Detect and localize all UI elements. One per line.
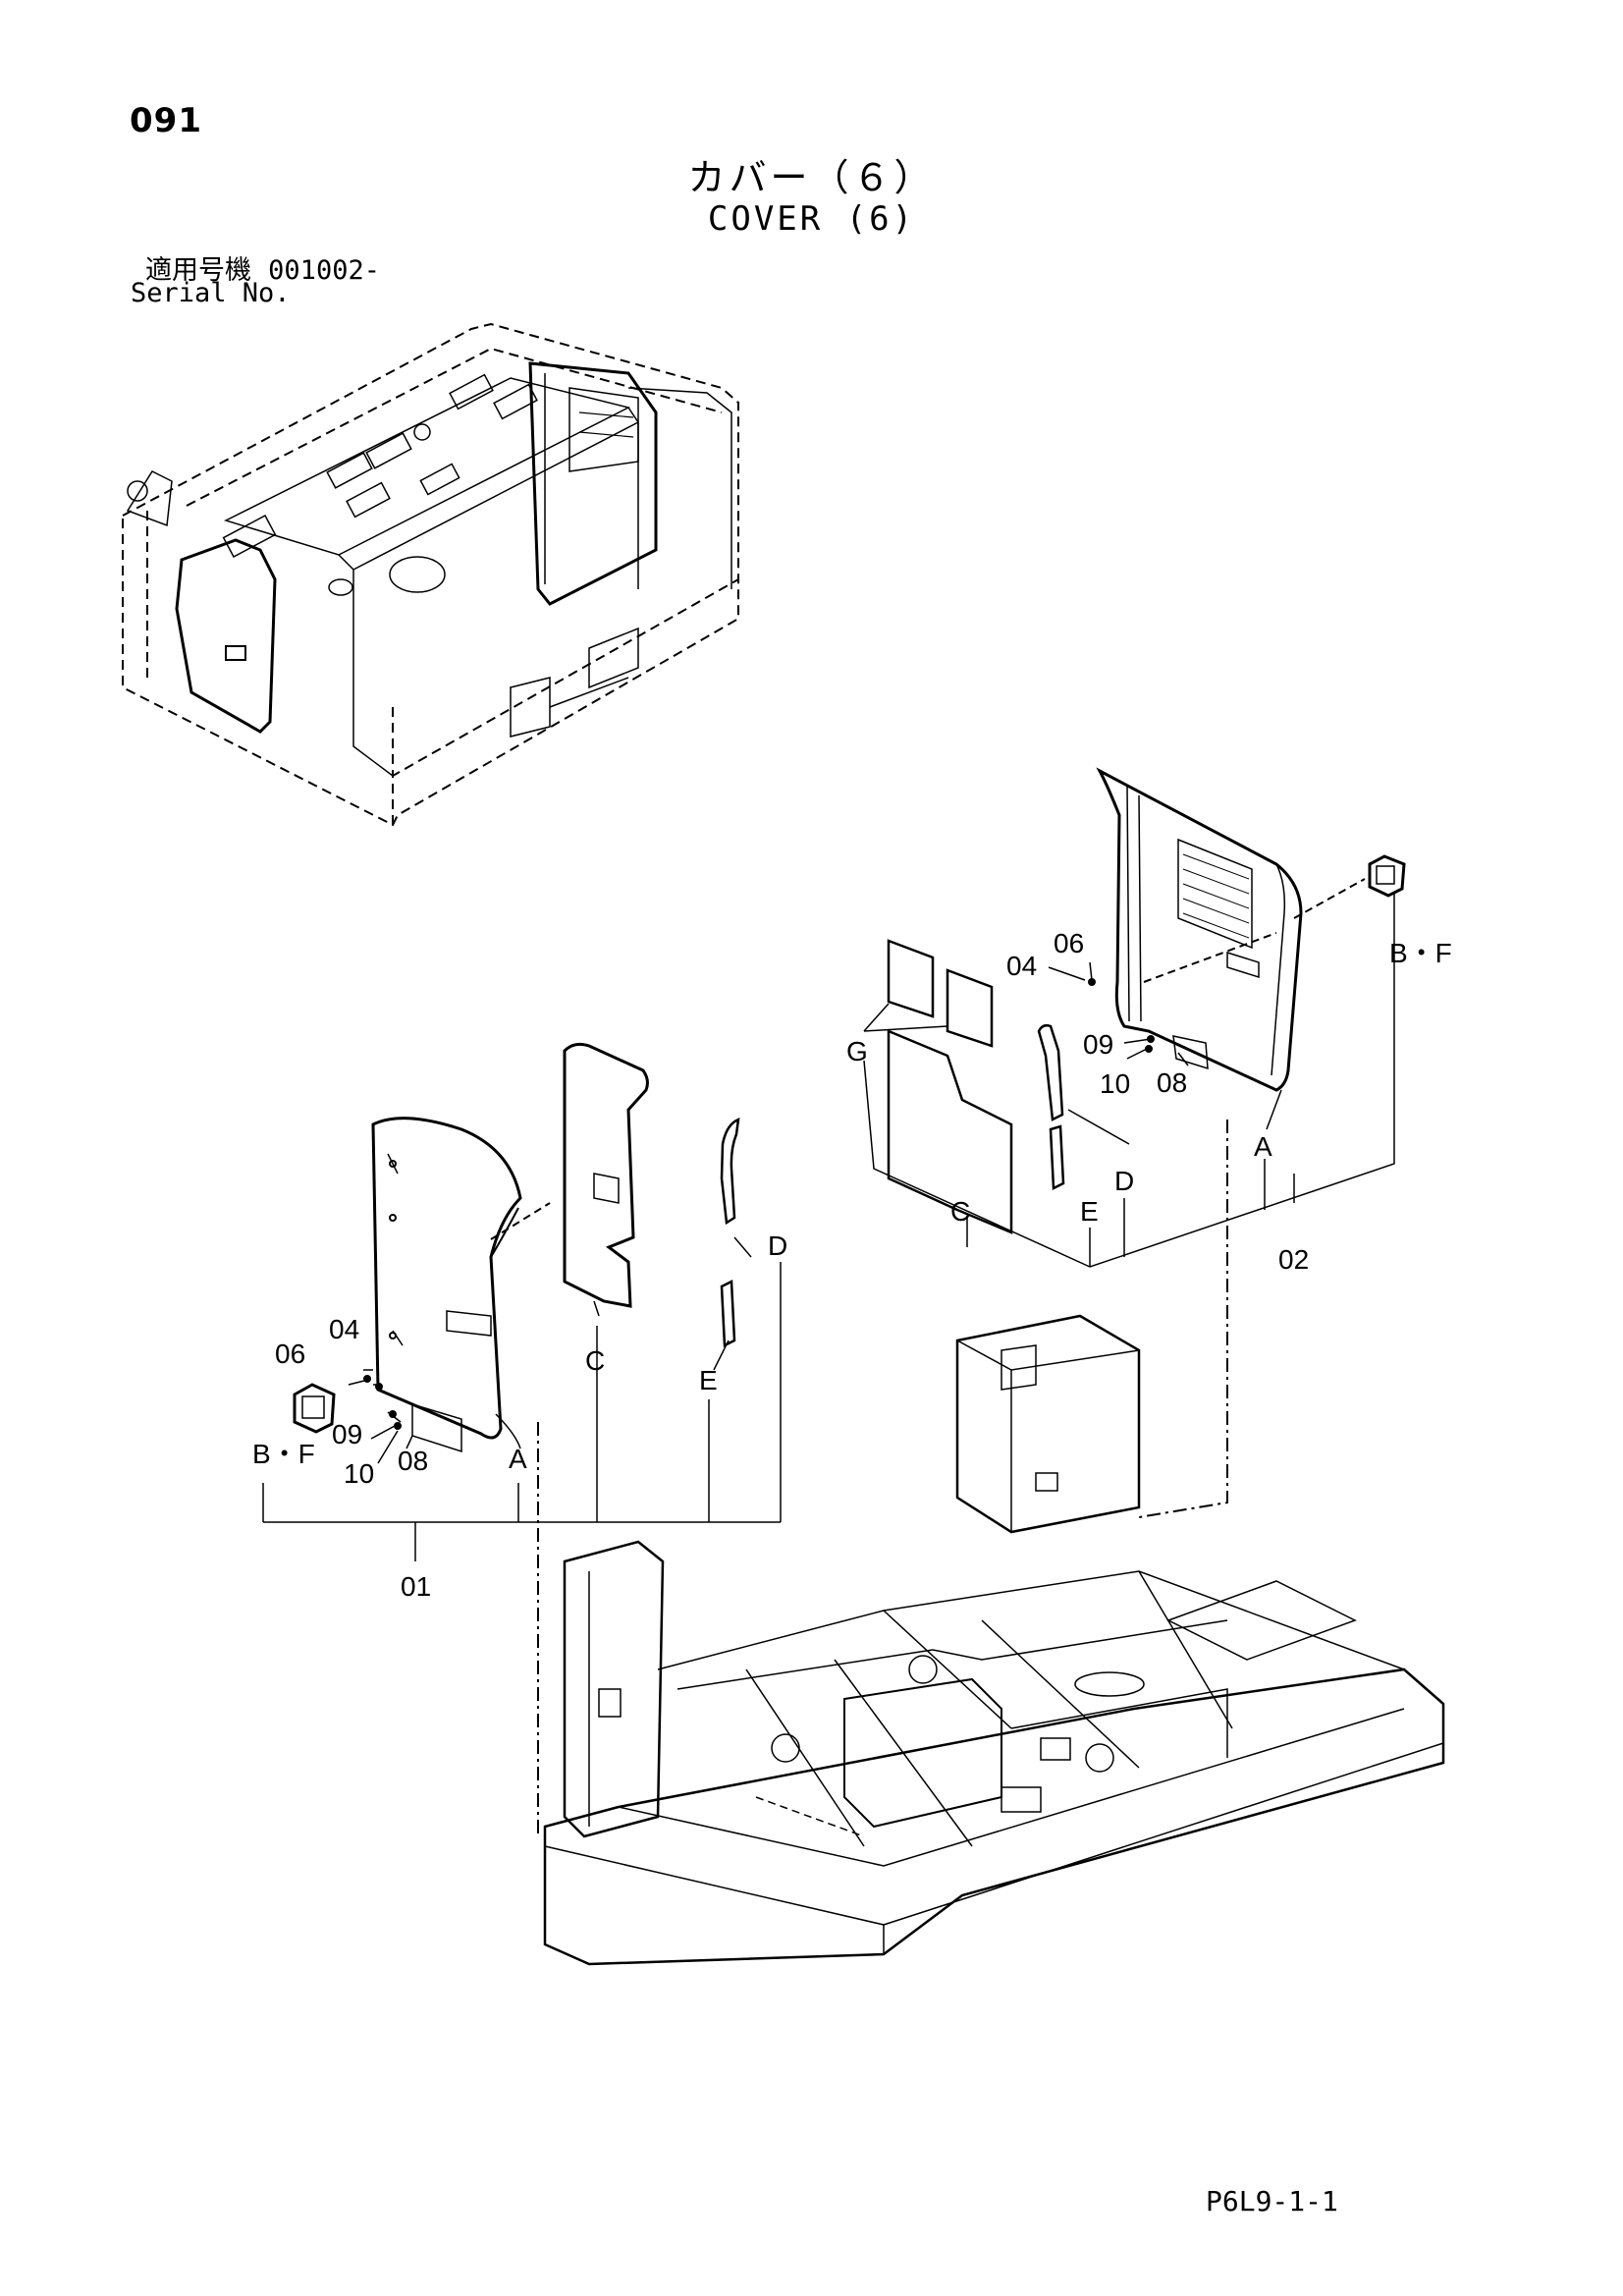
page-title-en: COVER (6) bbox=[707, 199, 916, 239]
callout-10-left: 10 bbox=[344, 1458, 374, 1489]
callout-a-left: A bbox=[509, 1444, 527, 1474]
serial-value: 001002- bbox=[268, 255, 380, 286]
callout-08-right: 08 bbox=[1157, 1067, 1187, 1098]
machine-overview-illustration bbox=[122, 322, 739, 827]
callout-04-right: 04 bbox=[1006, 951, 1037, 981]
right-cover-assembly bbox=[863, 767, 1406, 1268]
left-cover-assembly bbox=[262, 1042, 782, 1561]
callout-g-right: G bbox=[846, 1036, 868, 1066]
callout-bf-right: B・F bbox=[1389, 938, 1452, 968]
callout-06-right: 06 bbox=[1054, 928, 1084, 958]
page-title-jp: カバー（６） bbox=[687, 156, 936, 199]
callout-06-left: 06 bbox=[275, 1339, 305, 1369]
right-group-labels: 06 04 09 10 08 B・F A C D E G 02 bbox=[846, 928, 1452, 1275]
callout-09-right: 09 bbox=[1083, 1029, 1113, 1060]
main-frame-illustration bbox=[537, 1120, 1445, 1966]
callout-04-left: 04 bbox=[329, 1314, 359, 1344]
serial-label-jp-text: 適用号機 bbox=[145, 255, 251, 286]
callout-a-right: A bbox=[1254, 1131, 1272, 1162]
left-group-labels: 04 06 09 10 08 B・F A C D E 01 bbox=[252, 1230, 787, 1602]
serial-label-en: Serial No. bbox=[131, 278, 291, 308]
callout-08-left: 08 bbox=[398, 1446, 428, 1476]
callout-d-right: D bbox=[1114, 1166, 1134, 1196]
callout-bf-left: B・F bbox=[252, 1439, 315, 1469]
callout-01: 01 bbox=[401, 1571, 431, 1602]
callout-e-left: E bbox=[699, 1365, 718, 1395]
callout-e-right: E bbox=[1080, 1196, 1099, 1227]
serial-label-jp: 適用号機 001002- bbox=[145, 248, 380, 287]
drawing-code: P6L9-1-1 bbox=[1206, 2185, 1338, 2217]
callout-10-right: 10 bbox=[1100, 1068, 1130, 1099]
callout-c-left: C bbox=[585, 1345, 605, 1376]
page-number: 091 bbox=[130, 101, 202, 140]
callout-02: 02 bbox=[1278, 1244, 1309, 1275]
callout-09-left: 09 bbox=[332, 1419, 362, 1449]
callout-d-left: D bbox=[768, 1230, 787, 1261]
callout-c-right: C bbox=[950, 1196, 970, 1227]
